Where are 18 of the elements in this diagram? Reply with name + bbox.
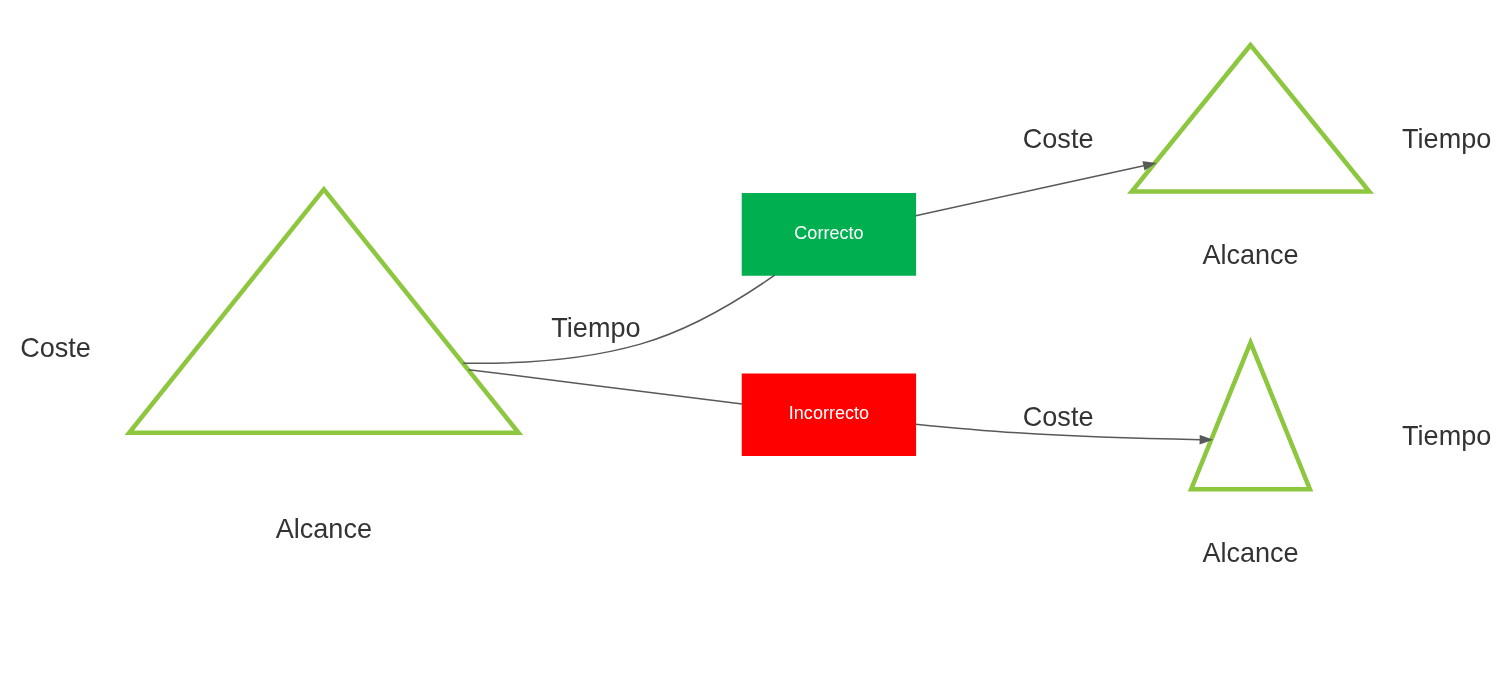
node-label: Coste xyxy=(1022,123,1094,154)
connector xyxy=(467,368,743,405)
node-label: Alcance xyxy=(1202,537,1299,568)
arrow xyxy=(914,423,1214,445)
node-label: Tiempo xyxy=(1402,123,1492,154)
node-box: Correcto xyxy=(741,193,917,276)
node-triangle xyxy=(1187,336,1314,492)
node-label: Alcance xyxy=(275,513,372,544)
node-triangle xyxy=(1127,41,1374,194)
node-label: Tiempo xyxy=(1402,421,1492,452)
node-label: Coste xyxy=(1022,401,1094,432)
node-box: Incorrecto xyxy=(741,373,917,457)
node-triangle xyxy=(124,185,524,436)
node-label: Coste xyxy=(20,332,91,363)
connector xyxy=(462,274,776,365)
node-label: Alcance xyxy=(1202,240,1299,271)
node-label: Tiempo xyxy=(551,313,641,344)
arrow xyxy=(914,161,1157,217)
